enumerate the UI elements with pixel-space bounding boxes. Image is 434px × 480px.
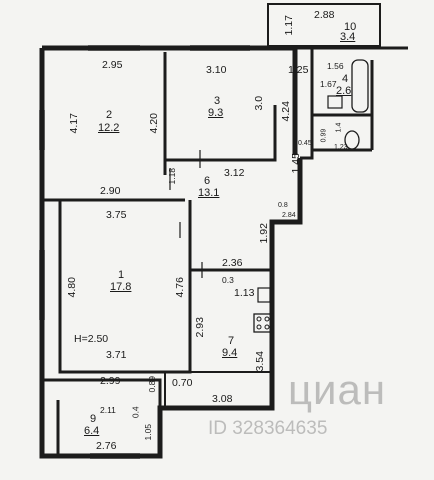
room-area: 9.4: [222, 347, 238, 359]
dimension-label: 1.25: [288, 64, 309, 76]
room-area: 9.3: [208, 107, 224, 119]
dimension-label: 3.75: [106, 209, 127, 221]
room-number: 6: [204, 175, 211, 187]
dimension-label: 0.45: [298, 140, 312, 147]
room-number: 7: [228, 335, 235, 347]
dimension-label: 1.13: [234, 287, 255, 299]
watermark-id: ID 328364635: [208, 418, 328, 439]
dimension-label: 2.36: [222, 257, 243, 269]
dimension-label: 3.12: [224, 167, 245, 179]
dimension-label: 1.4: [335, 122, 343, 133]
room-area: 12.2: [98, 122, 120, 134]
dimension-label: 0.4: [130, 406, 141, 419]
dimension-label: 2.90: [100, 185, 121, 197]
room-area: 2.6: [336, 85, 352, 97]
room3-bottom-wall: [165, 105, 277, 162]
dimension-label: 0.8: [278, 202, 288, 209]
dimension-label: 3.0: [253, 95, 266, 111]
window: [90, 453, 140, 459]
dimension-label: 2.84: [282, 212, 296, 219]
room-area: 17.8: [110, 281, 132, 293]
dimension-label: 2.95: [102, 59, 123, 71]
dimension-label: 1.67: [320, 79, 337, 89]
dimension-label: 2.93: [193, 317, 206, 338]
room-number: 10: [344, 21, 357, 33]
stove-icon: [253, 313, 273, 333]
dimension-label: 1.56: [327, 61, 344, 71]
room1-walls: [58, 200, 192, 374]
room-area: 13.1: [198, 187, 220, 199]
dimension-label: 3.54: [253, 351, 266, 372]
bathroom-walls: [295, 46, 408, 160]
room-number: 2: [106, 109, 113, 121]
dimension-label: 1.05: [143, 423, 154, 441]
dimension-label: 3.08: [212, 393, 233, 405]
hall-wall: [188, 268, 270, 372]
dimension-label: 4.24: [279, 101, 292, 122]
dimension-label: 4.17: [67, 113, 80, 134]
toilet-icon: [344, 130, 360, 150]
dimension-label: 3.10: [206, 64, 227, 76]
room9-walls: [44, 378, 162, 456]
room-number: 9: [90, 413, 97, 425]
dimension-label: 2.11: [100, 405, 116, 415]
dimension-label: 3.71: [106, 349, 127, 361]
dimension-label: 1.92: [257, 223, 270, 244]
dimension-label: 1.18: [167, 167, 178, 185]
bathtub-icon: [351, 59, 369, 113]
kitchen-walls: [164, 371, 272, 408]
window: [39, 250, 45, 320]
dimension-label: 4.76: [173, 277, 186, 298]
dimension-label: 1.45: [289, 153, 302, 174]
watermark-logo: циан: [288, 366, 387, 413]
dimension-label: 1.17: [282, 15, 295, 36]
room-area: 3.4: [340, 31, 356, 43]
room-number: 1: [118, 269, 125, 281]
sink-icon: [327, 95, 343, 109]
room-number: 4: [342, 73, 349, 85]
dimension-label: 4.80: [65, 277, 78, 298]
dimension-label: 0.99: [320, 128, 328, 143]
door-mark: [169, 150, 203, 278]
dimension-label: 4.20: [147, 113, 160, 134]
dimension-label: 0.89: [147, 375, 158, 393]
room-area: 6.4: [84, 425, 100, 437]
window: [88, 45, 140, 51]
window: [190, 45, 250, 51]
room-number: 3: [214, 95, 221, 107]
window: [39, 110, 45, 150]
dimension-label: 2.99: [100, 375, 121, 387]
ceiling-height: H=2.50: [74, 333, 109, 345]
dimension-label: 2.88: [314, 9, 335, 21]
kitchen-sink-icon: [257, 287, 271, 303]
dimension-label: 2.76: [96, 440, 117, 452]
dimension-label: 0.70: [172, 377, 193, 389]
balcony-outline: [267, 3, 381, 47]
dimension-label: 0.3: [222, 275, 234, 285]
dimension-label: 1.23: [334, 144, 348, 151]
